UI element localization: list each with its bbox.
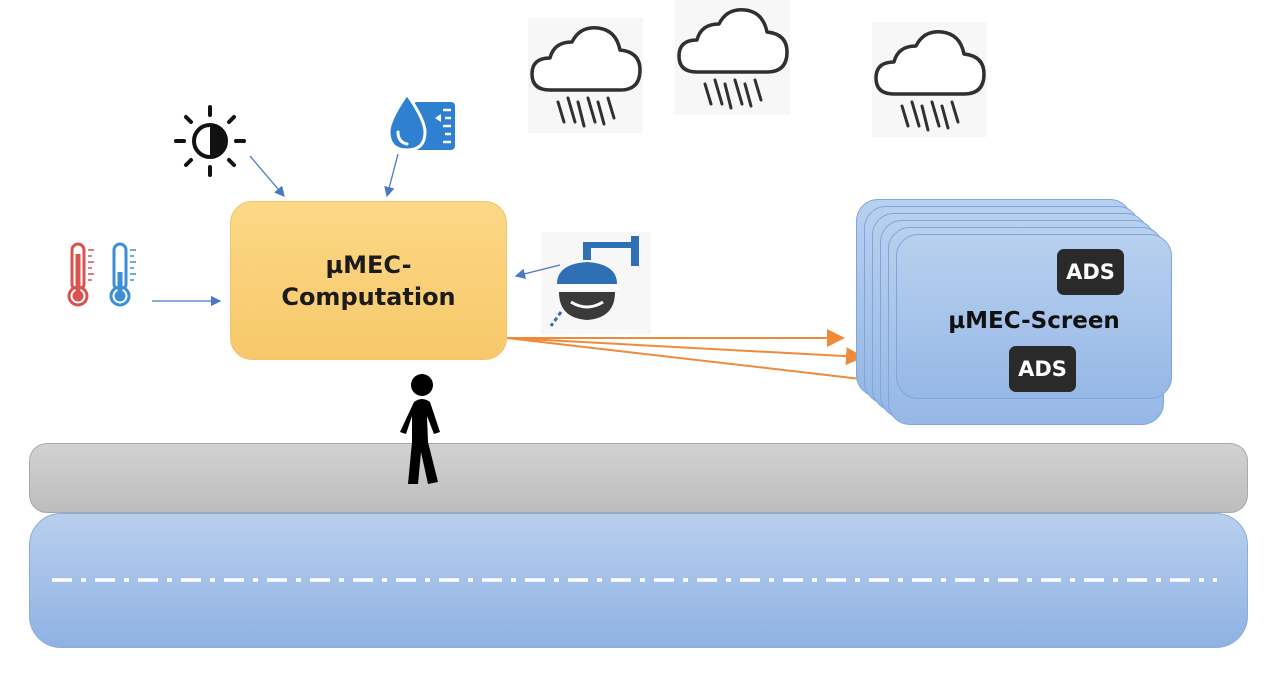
pedestrian-icon <box>400 374 440 484</box>
thermometer-icon <box>67 242 136 307</box>
security-camera-icon <box>541 232 651 334</box>
rain-cloud-icon <box>528 18 643 133</box>
mec-computation-node: µMEC- Computation <box>230 201 507 360</box>
camera-arrow <box>514 264 561 279</box>
humidity-icon <box>387 92 455 152</box>
ads-badge: ADS <box>1009 346 1076 392</box>
mec-screen-node: µMEC-Screen ADS ADS <box>896 234 1172 399</box>
output-arrow <box>506 337 864 366</box>
brightness-icon <box>174 105 246 177</box>
screen-label: µMEC-Screen <box>948 307 1120 334</box>
humidity-arrow <box>384 153 399 198</box>
rain-cloud-icon <box>872 22 987 137</box>
computation-label: µMEC- Computation <box>281 250 456 311</box>
sidewalk <box>29 443 1248 513</box>
ads-badge: ADS <box>1057 249 1124 295</box>
brightness-arrow <box>249 155 285 197</box>
rain-cloud-icon <box>675 0 790 115</box>
output-arrow <box>506 337 880 389</box>
